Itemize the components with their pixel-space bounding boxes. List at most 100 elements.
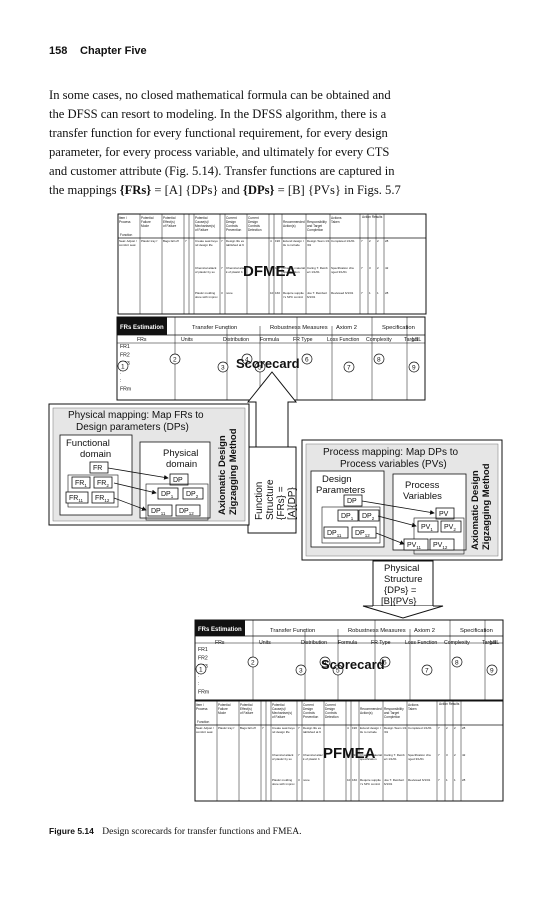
fmea-cell: Plastic molding xyxy=(272,778,293,782)
fmea-cell: comfort seat xyxy=(196,730,213,734)
page-number: 158 xyxy=(49,45,68,57)
scorecard-column: FR Type xyxy=(293,337,313,343)
fmea-cell: 1 xyxy=(369,291,371,295)
fmea-header: Mode xyxy=(218,711,226,715)
fmea-cell: 4 xyxy=(347,753,349,757)
fmea-header: Recommended xyxy=(360,707,382,711)
fmea-cell: 7 xyxy=(438,778,440,782)
fmea-cell: 7 xyxy=(438,726,440,730)
fmea-cell: 1 xyxy=(454,778,456,782)
mapping-arrow xyxy=(377,515,417,528)
fmea-cell: ife to include xyxy=(360,730,377,734)
fmea-cell: 7 xyxy=(438,753,440,757)
scorecard-corner: FRs Estimation xyxy=(198,627,242,633)
fmea-cell: 1 xyxy=(446,778,448,782)
fmea-header: and Target xyxy=(384,711,399,715)
fr-node xyxy=(93,476,113,489)
scorecard-marker-number: 1 xyxy=(199,667,203,674)
physical-domain-label: Physical xyxy=(163,448,198,459)
fmea-cell: 196 xyxy=(275,239,280,243)
fmea-cell: 6/1/01 xyxy=(307,295,316,299)
function-structure-label: Function xyxy=(254,482,265,520)
fr-node-label: FR xyxy=(93,465,102,472)
fmea-cell: 196 xyxy=(352,753,357,757)
fmea-header: Controls xyxy=(226,224,238,228)
fmea-header: Responsibility xyxy=(384,707,404,711)
pfmea-overlay: PFMEA xyxy=(323,745,376,762)
scorecard-marker-number: 3 xyxy=(299,668,303,675)
axiomatic-side-label: Zigzagging Method xyxy=(228,428,239,515)
function-structure-label: Structure xyxy=(265,479,276,520)
fmea-cell: 2 xyxy=(454,726,456,730)
scorecard-column: Complexity xyxy=(366,337,392,343)
fmea-cell: Chemical attack xyxy=(272,753,294,757)
fmea-cell: 7 xyxy=(361,291,363,295)
physical-domain-label: domain xyxy=(166,459,197,470)
fmea-header: Prevention xyxy=(226,228,241,232)
scorecard-row: : xyxy=(120,370,121,376)
fmea-header: Action(s) xyxy=(283,224,296,228)
fmea-header: Action Results xyxy=(439,702,460,706)
fmea-cell: Reviewed 6/1/01 xyxy=(408,778,431,782)
scorecard-marker-circle xyxy=(301,353,313,365)
scorecard-column: FRs xyxy=(215,640,225,646)
scorecard-marker-circle xyxy=(241,353,253,365)
scorecard-row: FR1 xyxy=(120,344,130,350)
scorecard-marker-circle xyxy=(319,656,331,668)
fmea-cell: Plastic tray f xyxy=(141,239,158,243)
dp-node xyxy=(157,487,179,500)
dp-node-label: DP1 xyxy=(161,491,174,499)
dfmea-overlay: DFMEA xyxy=(243,263,296,280)
fmea-cell: Chemical attack xyxy=(195,266,217,270)
scorecard-column: LSL xyxy=(490,640,499,646)
physical-structure-label: Structure xyxy=(384,574,423,585)
fmea-cell: tablished at 9 xyxy=(226,243,244,247)
scorecard-marker-number: 6 xyxy=(305,357,309,364)
fmea-cell: 28 xyxy=(385,291,389,295)
fmea-header: Completion xyxy=(384,715,400,719)
pv-node xyxy=(429,538,455,551)
dp-node xyxy=(147,504,173,517)
fmea-cell: 28 xyxy=(462,778,466,782)
fmea-header: of Failure xyxy=(195,228,209,232)
scorecard-marker-circle xyxy=(169,353,181,365)
fmea-header: Responsibility xyxy=(307,220,327,224)
fmea-cell: Seat: Adjust / xyxy=(119,239,137,243)
body-line: parameter, for every process variable, a… xyxy=(49,145,390,159)
scorecard-group: Robustness Measures xyxy=(348,628,406,634)
fmea-header: Potential xyxy=(240,703,253,707)
frs-vector: {FRs} xyxy=(119,183,152,197)
pfmea-table: Item /ProcessPotentialFailureModePotenti… xyxy=(194,700,504,802)
function-structure-label: [A]{DP} xyxy=(287,487,298,520)
axiomatic-side-label: Axiomatic Design xyxy=(470,470,481,550)
scorecard-overlay: Scorecard xyxy=(236,356,300,371)
fmea-header: Controls xyxy=(325,711,337,715)
fmea-header: Effect(s) xyxy=(163,220,175,224)
scorecard-column: FRs xyxy=(137,337,147,343)
scorecard-group: Axiom 2 xyxy=(414,628,435,634)
scorecard-column: Units xyxy=(259,640,271,646)
fmea-cell: Design Team 1/1 xyxy=(384,726,407,730)
fmea-cell: comfort seat xyxy=(119,243,136,247)
body-text-segment: = [B] {PVs} in Figs. 5.7 xyxy=(274,183,401,197)
fmea-cell: 4 xyxy=(270,239,272,243)
fmea-header: Detection xyxy=(325,715,339,719)
fmea-header: Current xyxy=(226,216,237,220)
fmea-header: of Failure xyxy=(240,711,254,715)
scorecard-row: : xyxy=(198,681,199,687)
fmea-header: Potential xyxy=(195,216,208,220)
scorecard-column: Complexity xyxy=(444,640,470,646)
scorecard-column: Loss Function xyxy=(405,640,437,646)
fmea-cell: Joe T. Reinbert xyxy=(307,291,327,295)
pv-node-label: PV12 xyxy=(433,542,448,550)
scorecard-overlay: Scorecard xyxy=(321,657,385,672)
fmea-cell: 7 xyxy=(221,239,223,243)
scorecard-column: LSL xyxy=(412,337,421,343)
fmea-cell: 3 xyxy=(369,266,371,270)
fmea-header: Item / xyxy=(119,216,127,220)
fmea-header: Mode xyxy=(141,224,149,228)
process-variables-label: Process xyxy=(405,480,440,491)
body-line: In some cases, no closed mathematical fo… xyxy=(49,88,391,102)
pv-node-label: PV xyxy=(439,511,449,518)
scorecard-marker-circle xyxy=(379,656,391,668)
